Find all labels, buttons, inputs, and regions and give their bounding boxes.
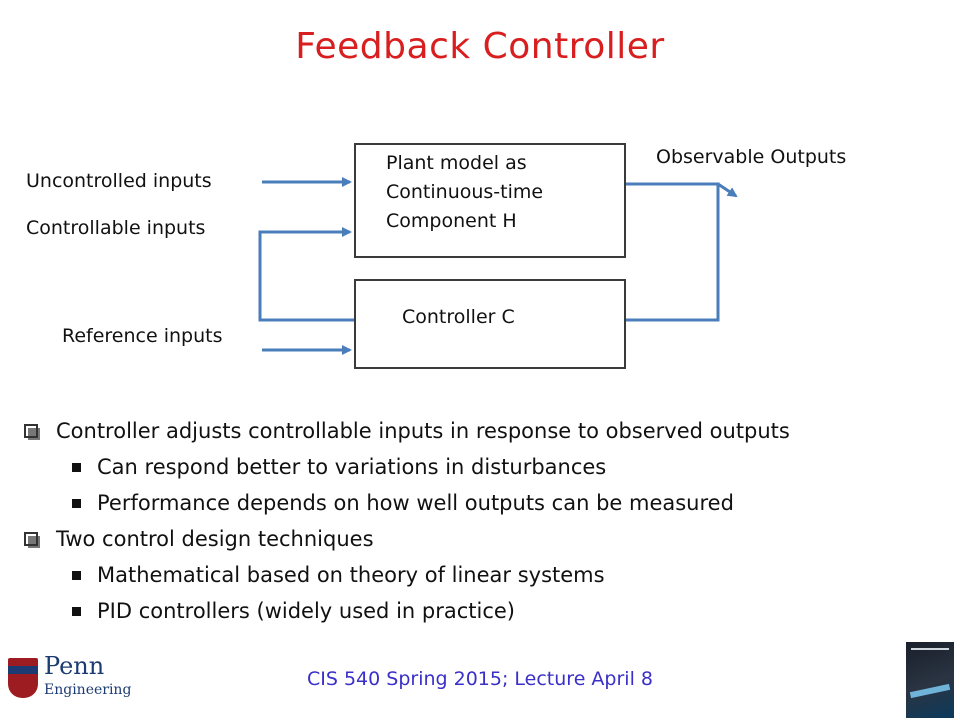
bullet-text: Two control design techniques [56, 527, 374, 551]
observable-output-arrow [717, 182, 738, 198]
book-cover-thumbnail [906, 642, 954, 718]
plant-line-2: Continuous-time [386, 181, 544, 203]
controller-label: Controller C [402, 306, 515, 328]
bullet-item: Two control design techniques [24, 521, 954, 557]
slide-footer: CIS 540 Spring 2015; Lecture April 8 [307, 668, 653, 690]
square-bullet-icon [72, 606, 81, 616]
controllable-inputs-label: Controllable inputs [26, 217, 206, 239]
bullet-item: Controller adjusts controllable inputs i… [24, 413, 954, 449]
plant-line-3: Component H [386, 210, 517, 232]
control-signal-line [258, 227, 356, 322]
observable-outputs-label: Observable Outputs [656, 146, 847, 168]
sub-bullet-text: PID controllers (widely used in practice… [97, 599, 515, 623]
controller-box [354, 279, 626, 369]
uncontrolled-inputs-label: Uncontrolled inputs [26, 170, 212, 192]
penn-engineering-logo: Penn Engineering [8, 652, 131, 704]
logo-name: Penn [44, 652, 105, 680]
bullet-list: Controller adjusts controllable inputs i… [24, 413, 954, 629]
plant-box [354, 143, 626, 258]
sub-bullet-text: Can respond better to variations in dist… [97, 455, 607, 479]
logo-subtitle: Engineering [44, 682, 132, 698]
checkbox-bullet-icon [24, 424, 40, 440]
sub-bullet-item: PID controllers (widely used in practice… [24, 593, 954, 629]
sub-bullet-item: Can respond better to variations in dist… [24, 449, 954, 485]
checkbox-bullet-icon [24, 532, 40, 548]
plant-box-text: Plant model as Continuous-time Component… [386, 149, 543, 236]
sub-bullet-text: Performance depends on how well outputs … [97, 491, 734, 515]
sub-bullet-item: Performance depends on how well outputs … [24, 485, 954, 521]
sub-bullet-text: Mathematical based on theory of linear s… [97, 563, 605, 587]
feedback-line [624, 182, 720, 322]
square-bullet-icon [72, 570, 81, 580]
plant-line-1: Plant model as [386, 152, 527, 174]
square-bullet-icon [72, 462, 81, 472]
square-bullet-icon [72, 498, 81, 508]
reference-inputs-label: Reference inputs [62, 325, 223, 347]
sub-bullet-item: Mathematical based on theory of linear s… [24, 557, 954, 593]
slide-title: Feedback Controller [295, 26, 665, 67]
shield-icon [8, 658, 38, 698]
bullet-text: Controller adjusts controllable inputs i… [56, 419, 790, 443]
